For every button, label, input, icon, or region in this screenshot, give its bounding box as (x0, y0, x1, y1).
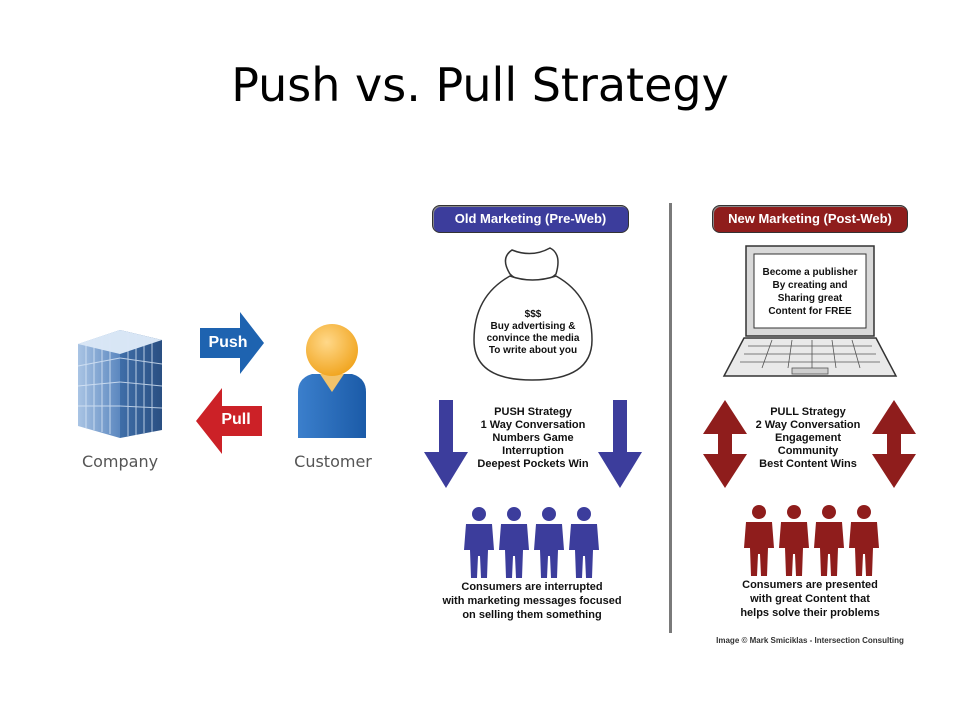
slide-title: Push vs. Pull Strategy (231, 58, 729, 112)
push-strategy-list: PUSH Strategy 1 Way Conversation Numbers… (477, 406, 589, 470)
old-consumers-people-icon (464, 507, 599, 578)
pull-strategy-list: PULL Strategy 2 Way Conversation Engagem… (755, 406, 861, 470)
laptop-screen-text: Become a publisher By creating and Shari… (762, 267, 858, 317)
pull-arrow-icon (196, 388, 262, 454)
push-left-down-arrow-icon (424, 400, 468, 488)
push-right-down-arrow-icon (598, 400, 642, 488)
new-marketing-header: New Marketing (Post-Web) (712, 205, 908, 233)
customer-label: Customer (294, 452, 372, 471)
money-bag-icon (473, 247, 593, 381)
pull-left-double-arrow-icon (703, 400, 747, 488)
new-consumers-people-icon (744, 505, 879, 576)
push-arrow-icon (200, 312, 264, 374)
old-marketing-header: Old Marketing (Pre-Web) (432, 205, 629, 233)
company-label: Company (81, 452, 159, 471)
section-divider (669, 203, 672, 633)
laptop-icon (722, 245, 898, 377)
image-credit: Image © Mark Smiciklas - Intersection Co… (716, 636, 904, 645)
new-consumers-text: Consumers are presented with great Conte… (740, 579, 880, 619)
push-arrow-label: Push (208, 334, 248, 351)
money-bag-text: $$$ Buy advertising & convince the media… (486, 309, 580, 356)
pull-right-double-arrow-icon (872, 400, 916, 488)
pull-arrow-label: Pull (221, 411, 251, 428)
company-building-icon (77, 330, 163, 438)
old-consumers-text: Consumers are interrupted with marketing… (442, 581, 622, 621)
customer-person-icon (298, 324, 366, 438)
